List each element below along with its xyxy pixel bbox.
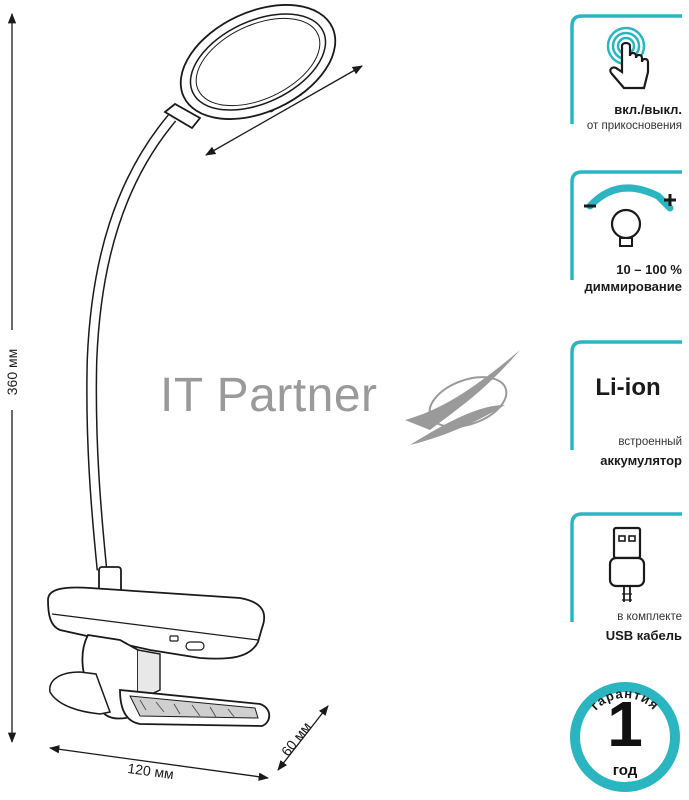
feature-usb: в комплекте USB кабель <box>568 510 686 646</box>
feature-touch-title: вкл./выкл. <box>614 102 682 117</box>
gooseneck <box>86 114 177 571</box>
feature-frame <box>570 170 682 280</box>
feature-touch: вкл./выкл. от прикосновения <box>568 12 686 140</box>
feature-touch-subtitle: от прикосновения <box>586 120 682 132</box>
width-dimension: 120 мм <box>48 745 270 782</box>
warranty-unit: год <box>612 762 638 779</box>
feature-usb-title: в комплекте <box>617 611 682 623</box>
feature-battery: Li-ion встроенный аккумулятор <box>568 338 686 470</box>
usb-cable-icon <box>608 526 646 602</box>
height-dimension: 360 мм <box>2 12 22 744</box>
lamp-head <box>163 4 337 130</box>
feature-frame <box>570 512 682 622</box>
clip-base <box>47 566 271 727</box>
height-label: 360 мм <box>4 349 20 396</box>
touch-hand-icon <box>606 26 650 90</box>
depth-dimension: 60 мм <box>277 705 329 771</box>
feature-usb-subtitle: USB кабель <box>605 628 682 643</box>
feature-battery-subtitle: аккумулятор <box>600 453 682 468</box>
feature-dimmer-subtitle: диммирование <box>584 279 682 294</box>
feature-battery-title: встроенный <box>618 436 682 448</box>
battery-icon: Li-ion <box>595 374 661 401</box>
depth-label: 60 мм <box>278 719 314 759</box>
warranty-number: 1 <box>607 688 643 760</box>
watermark-logo-icon <box>405 350 520 445</box>
watermark-text: IT Partner <box>160 369 378 422</box>
feature-frame <box>570 14 682 124</box>
feature-dimmer: 10 – 100 % диммирование <box>568 168 686 298</box>
dimmer-bulb-icon <box>584 184 676 247</box>
feature-frame <box>570 340 682 450</box>
warranty-badge: гарантия 1 год <box>570 682 680 792</box>
feature-dimmer-title: 10 – 100 % <box>616 262 682 277</box>
width-label: 120 мм <box>127 760 175 782</box>
warranty-ring-icon: гарантия <box>570 682 680 792</box>
